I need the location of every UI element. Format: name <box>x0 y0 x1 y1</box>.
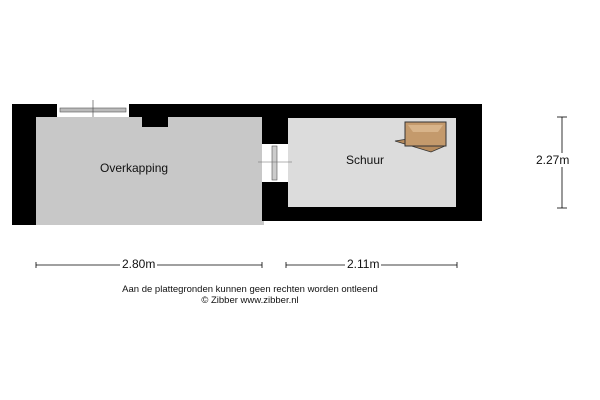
wall-top <box>12 104 282 117</box>
room-label-schuur: Schuur <box>346 153 385 167</box>
door-opening <box>258 144 292 182</box>
window-top <box>57 100 129 117</box>
dimension-schuur-depth: 2.27m <box>534 153 572 167</box>
copyright-text: © Zibber www.zibber.nl <box>201 295 299 306</box>
room-label-overkapping: Overkapping <box>100 161 169 175</box>
roof-hatch <box>394 121 447 153</box>
dimension-overkapping-width: 2.80m <box>120 257 158 271</box>
disclaimer-text: Aan de plattegronden kunnen geen rechten… <box>122 284 378 295</box>
overkapping-floor <box>36 117 264 225</box>
wall-pillar <box>142 117 168 127</box>
dimension-schuur-width: 2.11m <box>345 257 382 271</box>
wall-left <box>12 104 36 225</box>
